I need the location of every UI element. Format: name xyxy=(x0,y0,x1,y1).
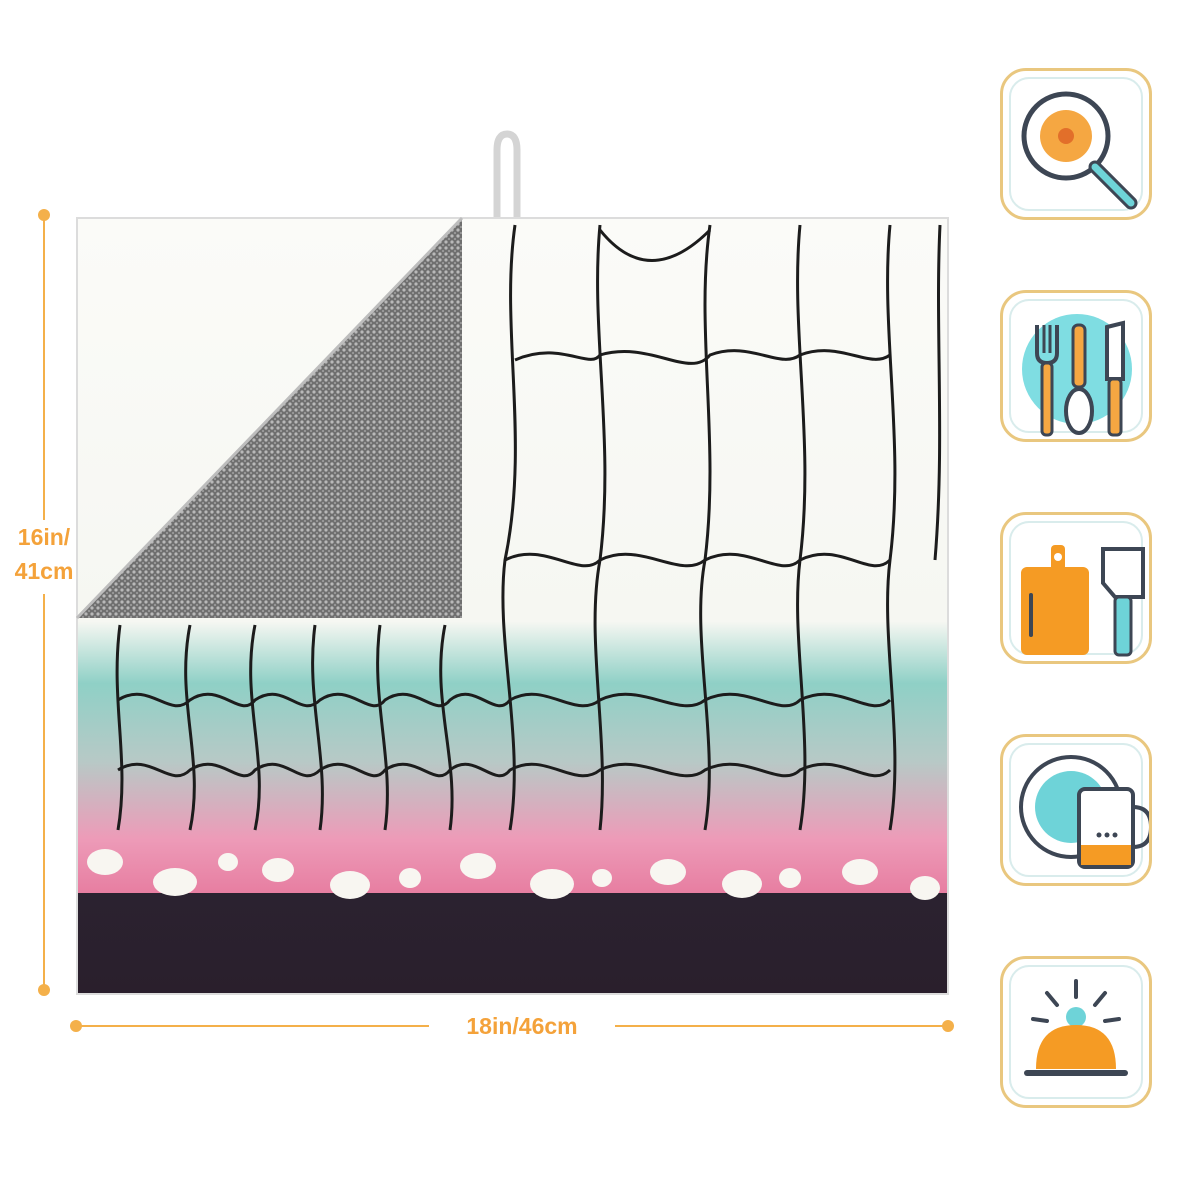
hanging-loop xyxy=(493,130,521,218)
cutting-board-cleaver-icon xyxy=(1021,545,1145,657)
card-border xyxy=(1009,77,1143,211)
height-label-box: 16in/ 41cm xyxy=(0,520,88,594)
height-dimension-bottom-dot xyxy=(38,984,50,996)
drying-mat-image xyxy=(75,130,949,995)
feature-card-cutlery xyxy=(1000,290,1152,442)
width-dimension-left-dot xyxy=(70,1020,82,1032)
frying-pan-icon xyxy=(1021,91,1138,210)
serving-cloche-icon xyxy=(1024,979,1128,1076)
width-dimension-right-dot xyxy=(942,1020,954,1032)
wing-vein-pattern xyxy=(115,224,942,831)
feature-card-frying-pan xyxy=(1000,68,1152,220)
height-label-cm: 41cm xyxy=(14,558,74,584)
feature-card-plate-mug xyxy=(1000,734,1152,886)
card-border xyxy=(1009,965,1143,1099)
height-label-inches: 16in/ xyxy=(17,524,71,550)
plate-mug-icon xyxy=(1019,755,1149,869)
height-dimension-line xyxy=(43,215,45,990)
width-dimension-line-right xyxy=(615,1025,948,1027)
feature-card-serving-cloche xyxy=(1000,956,1152,1108)
height-dimension-top-dot xyxy=(38,209,50,221)
white-spots-band xyxy=(87,849,940,900)
folded-corner-edge xyxy=(75,216,464,620)
width-label: 18in/46cm xyxy=(466,1013,578,1039)
feature-card-cutting-board xyxy=(1000,512,1152,664)
width-dimension-line-left xyxy=(76,1025,429,1027)
cutlery-icon xyxy=(1022,314,1132,437)
